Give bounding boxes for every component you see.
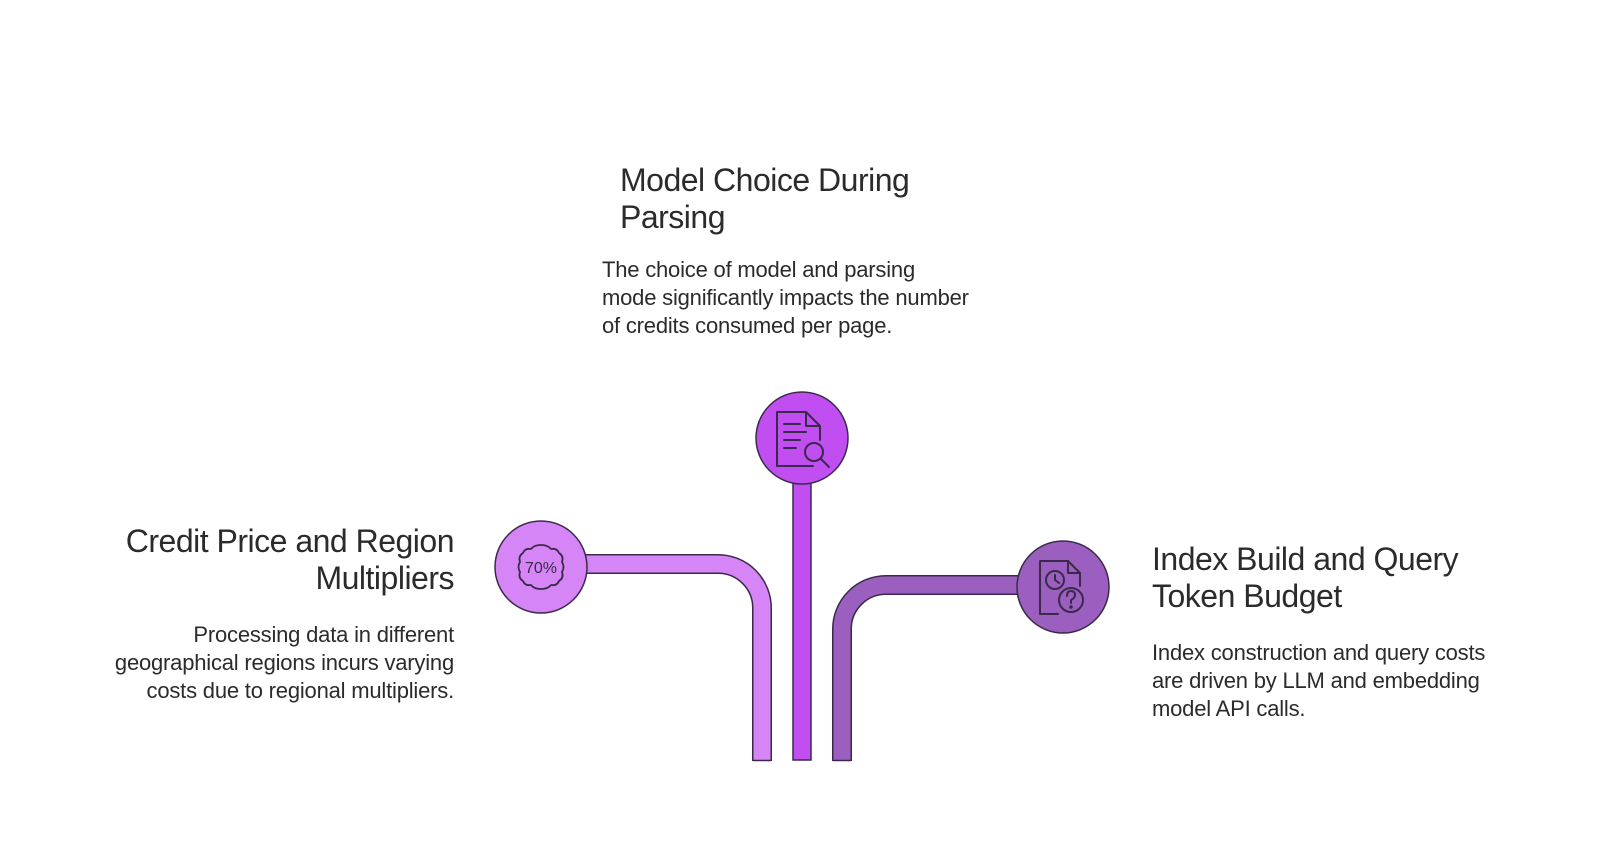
left-description: Processing data in different geographica… <box>114 622 454 703</box>
center-description: The choice of model and parsing mode sig… <box>602 257 969 338</box>
percent-badge-icon: 70% <box>517 544 565 590</box>
center-title: Model Choice During Parsing <box>620 162 910 235</box>
document-search-icon <box>776 411 830 468</box>
center-text-block: Model Choice During Parsing The choice o… <box>602 162 1000 340</box>
left-title: Credit Price and Region Multipliers <box>125 523 455 596</box>
left-text-block: Credit Price and Region Multipliers Proc… <box>90 523 455 705</box>
left-connector-pipe <box>538 554 772 762</box>
center-connector-pipe <box>792 439 812 761</box>
right-text-block: Index Build and Query Token Budget Index… <box>1152 541 1512 723</box>
document-clock-question-icon <box>1039 560 1084 615</box>
center-node <box>755 391 849 485</box>
right-description: Index construction and query costs are d… <box>1152 640 1486 721</box>
percent-badge-text: 70% <box>525 560 557 577</box>
right-node <box>1016 540 1110 634</box>
left-node: 70% <box>494 520 588 614</box>
right-connector-pipe <box>832 575 1060 762</box>
right-title: Index Build and Query Token Budget <box>1152 541 1459 614</box>
